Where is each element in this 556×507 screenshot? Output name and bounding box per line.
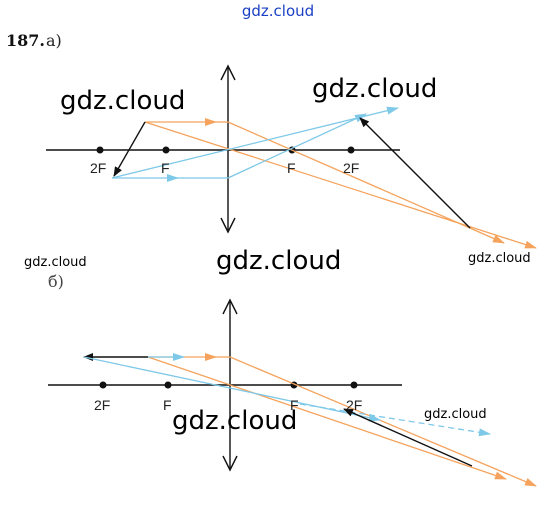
focus-point [162,146,170,154]
focus-point [99,381,107,389]
ray-orange [147,356,507,480]
label-f-left-a: F [161,160,170,176]
lens-a-bottom-arrow [220,217,236,234]
label-2f-left-b: 2F [94,397,110,413]
label-f-right-b: F [290,397,299,413]
watermark: gdz.cloud [312,74,438,104]
watermark: gdz.cloud [424,407,487,422]
watermark: gdz.cloud [468,251,531,266]
diagram-a: 2F F F 2F [46,64,537,249]
image-arrow [359,117,471,229]
focus-point [96,146,104,154]
focus-point [347,146,355,154]
lens-a-top-arrow [220,64,236,81]
label-2f-left-a: 2F [90,160,106,176]
lens-b-top-arrow [222,298,238,315]
ray-blue [111,106,399,179]
ray-orange [229,356,537,487]
part-b-label: б) [48,272,64,291]
diagram-b: 2F F F 2F [48,298,537,487]
site-header[interactable]: gdz.cloud [241,2,315,20]
ray-blue [299,403,491,437]
label-f-left-b: F [163,397,172,413]
watermark: gdz.cloud [172,406,298,436]
ray-blue [227,113,367,179]
focus-point [164,381,172,389]
focus-point [350,381,358,389]
label-f-right-a: F [287,160,296,176]
image-arrow [343,408,473,467]
lens-b-bottom-arrow [222,455,238,472]
watermark: gdz.cloud [60,86,186,116]
ray-orange [144,121,537,249]
watermark: gdz.cloud [24,255,87,270]
problem-number: 187. [6,31,45,50]
watermark: gdz.cloud [216,246,342,276]
object-arrow [113,121,146,177]
label-2f-right-a: 2F [343,160,359,176]
label-2f-right-b: 2F [346,397,362,413]
part-a-label: а) [46,31,62,50]
